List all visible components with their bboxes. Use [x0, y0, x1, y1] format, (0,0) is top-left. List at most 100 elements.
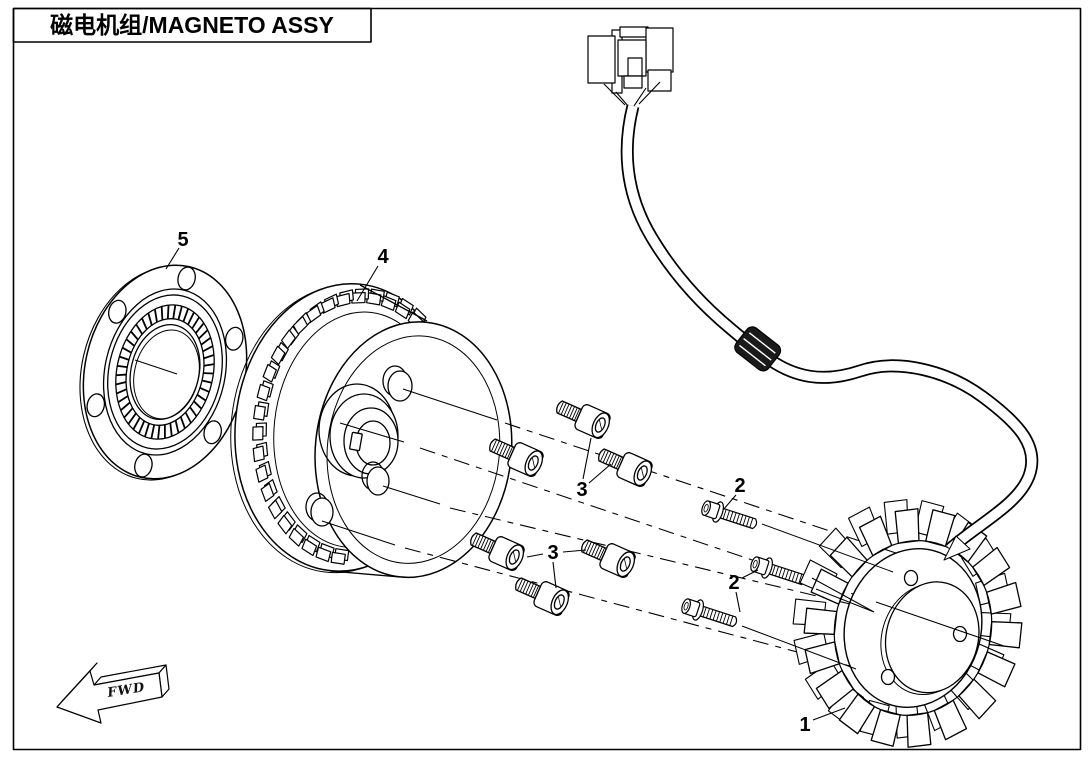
clutch-roller-line — [199, 386, 210, 393]
stator-tooth — [838, 693, 876, 735]
clutch-roller-line — [117, 395, 129, 403]
leader-lines — [165, 247, 846, 721]
leader-3-lower — [526, 549, 587, 589]
grommet — [734, 326, 782, 372]
stator-tooth — [977, 651, 1016, 688]
clutch-roller-line — [117, 364, 128, 369]
rim-slot — [252, 445, 265, 463]
clutch-roller-line — [160, 306, 164, 321]
leader-5 — [165, 247, 180, 270]
callout-part-2-upper: 2 — [734, 475, 745, 497]
stator-tooth-base-ring — [833, 540, 993, 716]
stator-mount-hole — [903, 569, 919, 587]
axis-line-segment — [339, 422, 405, 443]
clutch-roller-line — [116, 388, 127, 395]
socket-bolt — [510, 570, 573, 619]
clutch-roller-line — [198, 329, 209, 340]
stator-tooth — [906, 712, 932, 748]
pointer-wedge — [811, 577, 875, 613]
flange-bolt-hole — [134, 453, 153, 478]
stator-tooth — [958, 678, 997, 720]
callout-part-1: 1 — [799, 714, 810, 736]
leader-4 — [356, 265, 379, 302]
stator-tooth — [972, 546, 1011, 587]
callouts: 5 4 3 3 2 2 1 — [165, 229, 846, 736]
rim-bottom-edge — [329, 570, 401, 578]
projection-solid — [382, 485, 441, 505]
clutch-roller-line — [116, 373, 127, 377]
axis-line-segment — [134, 359, 178, 375]
clutch-roller-line — [174, 420, 180, 434]
stator-mount-hole — [880, 668, 896, 686]
clutch-roller-line — [179, 416, 186, 429]
rim-slot-ring — [252, 288, 427, 565]
clutch-roller-line — [200, 336, 212, 346]
flange-bolt-hole — [177, 266, 196, 291]
socket-bolt — [551, 393, 614, 442]
clutch-roller-line — [141, 317, 148, 330]
cable-end-taper — [943, 535, 971, 561]
face-bolt-hole — [366, 466, 390, 496]
rim-slot — [288, 527, 305, 547]
clutch-roller-line — [127, 412, 137, 425]
flange-bolt-hole — [224, 326, 244, 351]
pointer-line — [741, 625, 857, 670]
rim-slot — [256, 383, 271, 402]
stator-tooth — [829, 536, 868, 578]
projection-dashed — [404, 547, 885, 676]
arrow-front-face — [56, 670, 163, 724]
callout-part-5: 5 — [177, 229, 188, 251]
clutch-roller-line — [172, 304, 177, 319]
stator-tooth — [925, 509, 956, 548]
clutch-roller-line — [193, 400, 203, 410]
connector — [587, 26, 674, 107]
stator-tooth — [804, 641, 841, 675]
bolt-pointer-lines — [741, 523, 894, 670]
clutch-roller-line — [150, 424, 156, 439]
flange-bolt — [678, 594, 741, 634]
face-bolt-hole — [387, 370, 413, 402]
connector-left-tab — [587, 35, 616, 84]
connector-lower-right — [647, 69, 672, 92]
leader-1 — [812, 707, 846, 721]
rim-slot — [277, 514, 293, 535]
projection-solid — [321, 520, 396, 546]
clutch-roller-line — [132, 417, 141, 430]
callout-part-3-lower: 3 — [547, 542, 558, 564]
starter-clutch-ring — [79, 264, 248, 481]
rim-slot — [267, 499, 283, 520]
clutch-outer-race — [107, 294, 223, 450]
clutch-roller-line — [184, 411, 192, 424]
stator-tooth — [988, 621, 1023, 649]
callout-part-2-lower: 2 — [728, 572, 739, 594]
clutch-roller-hatch — [115, 304, 215, 440]
stator-tooth — [894, 508, 920, 544]
connector-wires — [603, 81, 661, 107]
stator-bore — [884, 581, 980, 694]
rim-slot — [301, 538, 318, 557]
page-border — [12, 7, 1082, 751]
socket-bolt — [593, 441, 656, 490]
keyway-notch — [349, 431, 363, 452]
leader-2-upper — [722, 494, 737, 511]
cable-outline — [620, 104, 1039, 554]
clutch-roller-line — [147, 312, 153, 326]
fwd-label: FWD — [105, 680, 146, 701]
flange-bolt-hole — [203, 420, 222, 445]
title-box — [12, 7, 372, 43]
clutch-roller-line — [163, 424, 166, 439]
pointer-line — [761, 523, 894, 573]
clutch-bore-edge — [133, 329, 200, 420]
clutch-roller-line — [177, 305, 183, 320]
clutch-roller-line — [187, 311, 195, 325]
clutch-roller-line — [115, 381, 127, 386]
clutch-roller-line — [153, 309, 158, 323]
clutch-roller-line — [121, 346, 132, 354]
rim-slot — [255, 464, 269, 483]
flange-bolt-hole — [108, 299, 127, 324]
clutch-roller-line — [138, 420, 146, 435]
stator-tooth — [858, 515, 893, 557]
rim-slot — [253, 404, 266, 421]
stator-tooth — [985, 581, 1022, 615]
